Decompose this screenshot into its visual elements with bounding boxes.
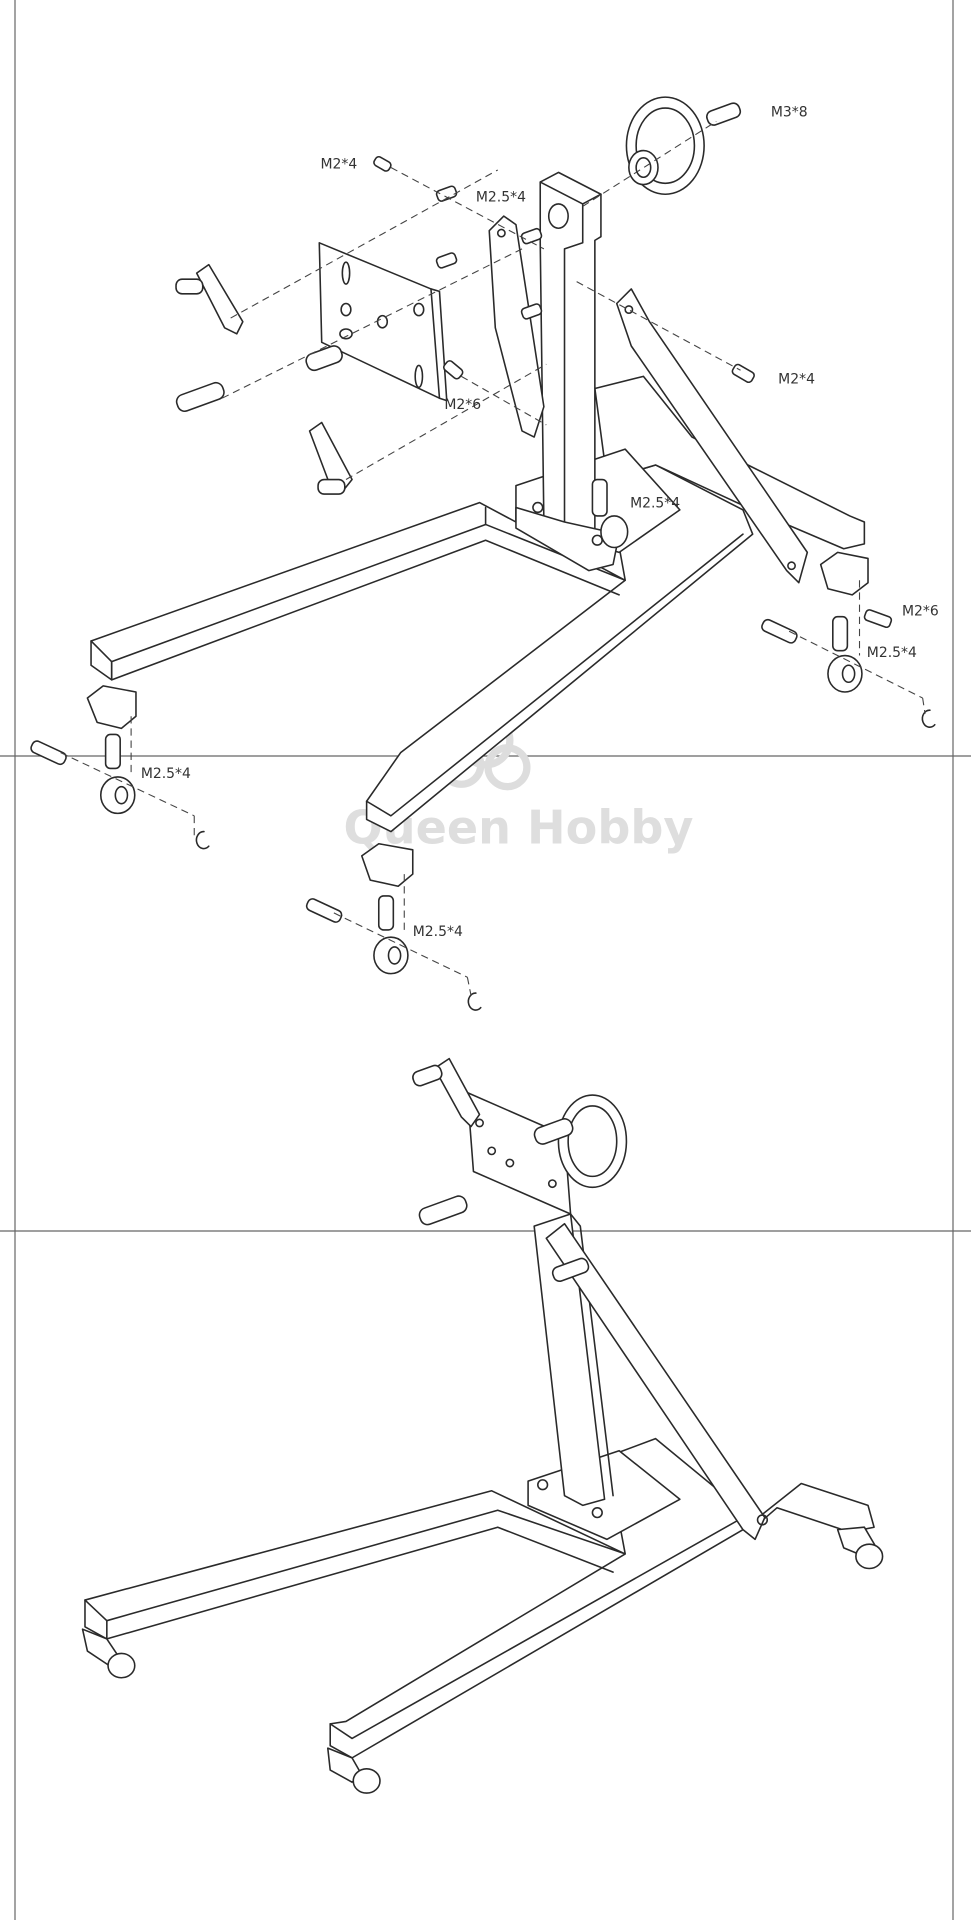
casters xyxy=(86,478,869,975)
mounting-plate xyxy=(318,242,448,402)
label-m2.5x4: M2.5*4 xyxy=(867,645,917,661)
label-m2.5x4: M2.5*4 xyxy=(476,190,526,206)
label-m2.5x4: M2.5*4 xyxy=(141,766,191,782)
label-m2x6: M2*6 xyxy=(444,397,481,413)
assembled-brace-arm xyxy=(545,1222,769,1541)
crank-handles xyxy=(175,263,353,495)
part-labels: M3*8 M2*4 M2.5*4 M2*4 M2*6 M2.5*4 M2*6 M… xyxy=(141,105,939,940)
label-m2x4: M2*4 xyxy=(778,372,815,388)
assembled-mounting-plate xyxy=(466,1091,572,1215)
pivot-arm xyxy=(488,215,545,438)
upright-column xyxy=(515,171,620,572)
assembled-column xyxy=(533,1213,614,1507)
assembled-casters xyxy=(81,1526,884,1794)
label-m2.5x4: M2.5*4 xyxy=(413,924,463,940)
label-m2.5x4: M2.5*4 xyxy=(630,495,680,511)
brace-arm xyxy=(615,288,809,584)
exploded-view: M3*8 M2*4 M2.5*4 M2*4 M2*6 M2.5*4 M2*6 M… xyxy=(30,96,939,1011)
assembled-handwheel xyxy=(533,1094,628,1282)
watermark-logo: Queen Hobby xyxy=(344,712,693,855)
assembled-base-frame xyxy=(84,1437,875,1759)
dashed-assembly-lines xyxy=(60,120,926,996)
label-m2x4: M2*4 xyxy=(320,157,357,173)
assembled-view xyxy=(81,1057,884,1794)
label-m2x6: M2*6 xyxy=(902,603,939,619)
screws xyxy=(30,102,893,923)
assembled-crank-handles xyxy=(412,1057,481,1226)
handwheel xyxy=(625,96,705,196)
label-m3x8: M3*8 xyxy=(771,105,808,121)
e-clips xyxy=(195,709,936,1011)
